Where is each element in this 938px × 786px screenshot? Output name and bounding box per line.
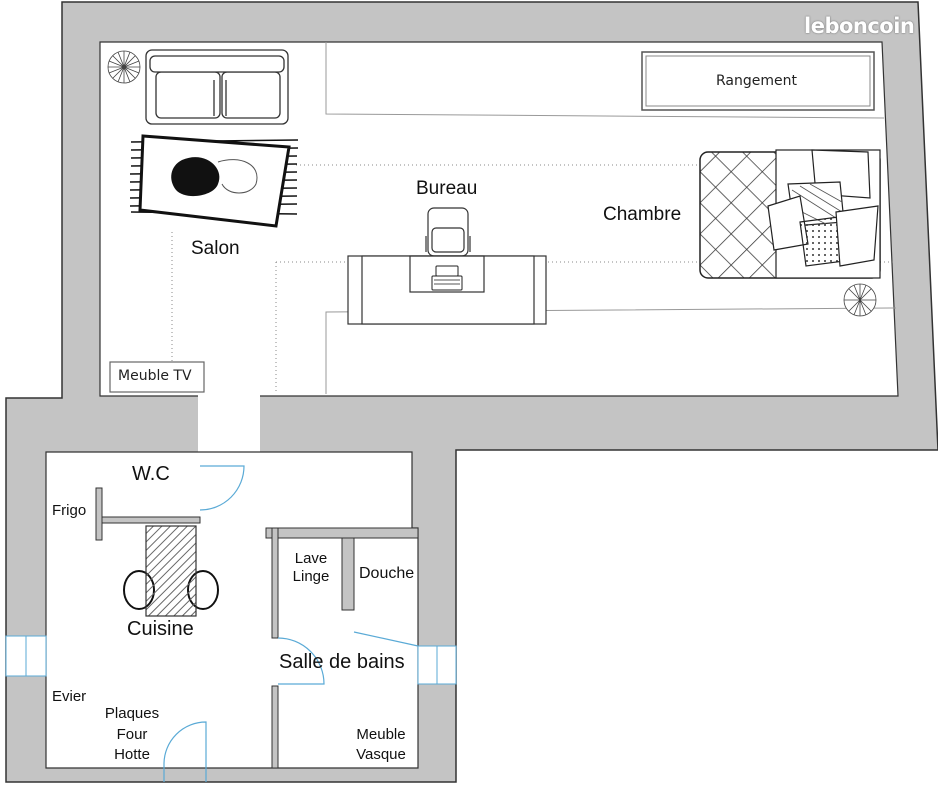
brand-logo[interactable]: leboncoin bbox=[804, 14, 915, 38]
label-plaques: Plaques bbox=[104, 705, 160, 722]
rangement-cabinet bbox=[641, 51, 875, 111]
label-evier: Evier bbox=[52, 688, 87, 705]
label-lave: Lave bbox=[294, 550, 328, 567]
bath-top-wall bbox=[265, 527, 419, 539]
windows bbox=[5, 635, 457, 685]
area-outlines bbox=[325, 42, 897, 394]
rug bbox=[129, 134, 299, 228]
room-label-douche: Douche bbox=[359, 565, 415, 582]
sofa bbox=[145, 49, 289, 125]
meuble-tv bbox=[109, 361, 205, 393]
room-label-salon: Salon bbox=[191, 238, 240, 259]
room-label-salle-de-bains: Salle de bains bbox=[279, 651, 405, 673]
label-rangement: Rangement bbox=[716, 73, 797, 89]
bath-left-wall-upper bbox=[271, 527, 279, 639]
lavelinge-divider bbox=[341, 537, 355, 611]
partitions bbox=[95, 487, 419, 769]
room-label-wc: W.C bbox=[132, 463, 170, 485]
room-label-chambre: Chambre bbox=[603, 204, 682, 225]
laptop-icon bbox=[431, 265, 463, 291]
bath-door-swing bbox=[277, 637, 325, 685]
corridor-floor bbox=[198, 395, 260, 455]
label-four: Four bbox=[116, 725, 148, 743]
plant-left bbox=[107, 50, 141, 84]
label-linge: Linge bbox=[292, 568, 330, 585]
label-plaques-four-hotte: Plaques Four Hotte bbox=[96, 704, 168, 766]
wc-left-wall bbox=[95, 487, 103, 541]
pillows bbox=[767, 149, 879, 267]
label-meuble-vasque: Meuble Vasque bbox=[348, 725, 414, 766]
label-vasque: Vasque bbox=[356, 746, 406, 764]
kitchen-table bbox=[123, 525, 219, 617]
label-hotte: Hotte bbox=[114, 746, 150, 764]
entrance-door-swing bbox=[163, 721, 207, 782]
shower-door bbox=[353, 631, 419, 647]
label-meuble-tv: Meuble TV bbox=[118, 368, 192, 384]
plant-right bbox=[843, 283, 877, 317]
room-label-bureau: Bureau bbox=[416, 178, 478, 199]
doors bbox=[163, 465, 419, 782]
bath-left-wall-lower bbox=[271, 685, 279, 769]
wc-bottom-wall bbox=[95, 516, 201, 524]
room-label-cuisine: Cuisine bbox=[127, 618, 194, 640]
label-meuble: Meuble bbox=[356, 726, 406, 743]
label-lave-linge: Lave Linge bbox=[288, 550, 334, 586]
main-room-floor bbox=[99, 41, 899, 397]
label-frigo: Frigo bbox=[52, 502, 87, 519]
desk-chair bbox=[425, 207, 471, 257]
wc-door-swing bbox=[199, 465, 245, 511]
